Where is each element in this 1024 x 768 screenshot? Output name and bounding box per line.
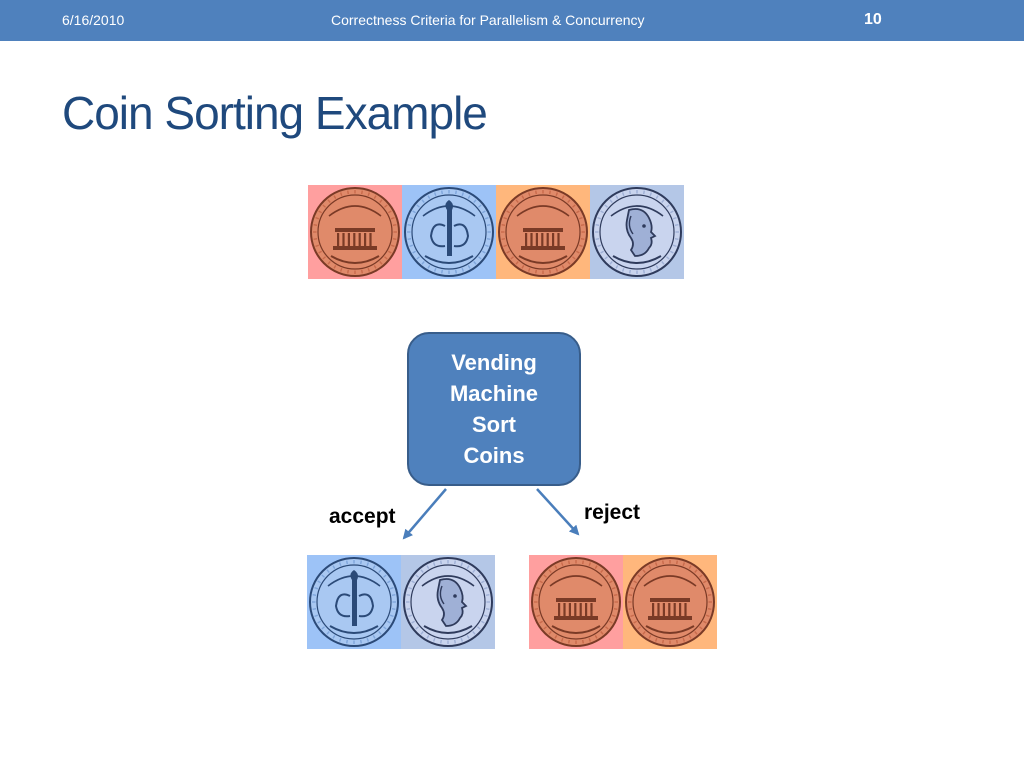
penny-coin-icon xyxy=(498,187,588,277)
slide-header: 6/16/2010 Correctness Criteria for Paral… xyxy=(0,0,1024,41)
quarter-coin-icon xyxy=(592,187,682,277)
vending-machine-box: Vending Machine Sort Coins xyxy=(407,332,581,486)
box-line-3: Sort xyxy=(472,412,516,437)
accepted-coin-tile-2 xyxy=(401,555,495,649)
input-coin-tile-3 xyxy=(496,185,590,279)
box-line-2: Machine xyxy=(449,381,539,406)
accepted-coin-row xyxy=(307,555,495,649)
quarter-coin-icon xyxy=(403,557,493,647)
box-line-1: Vending xyxy=(451,350,537,375)
dime-coin-icon xyxy=(404,187,494,277)
slide-title: Coin Sorting Example xyxy=(62,87,488,139)
reject-label: reject xyxy=(584,501,641,524)
slide-number: 10 xyxy=(864,11,882,28)
penny-coin-icon xyxy=(625,557,715,647)
header-date: 6/16/2010 xyxy=(62,12,125,28)
penny-coin-icon xyxy=(310,187,400,277)
rejected-coin-tile-2 xyxy=(623,555,717,649)
box-line-4: Coins xyxy=(463,443,525,468)
rejected-coin-tile-1 xyxy=(529,555,623,649)
dime-coin-icon xyxy=(309,557,399,647)
input-coin-tile-2 xyxy=(402,185,496,279)
header-title: Correctness Criteria for Parallelism & C… xyxy=(331,12,645,28)
accept-label: accept xyxy=(329,505,396,528)
rejected-coin-row xyxy=(529,555,717,649)
accept-arrow xyxy=(402,488,447,540)
reject-arrow xyxy=(536,488,580,536)
input-coin-tile-4 xyxy=(590,185,684,279)
penny-coin-icon xyxy=(531,557,621,647)
input-coin-row xyxy=(308,185,684,279)
accepted-coin-tile-1 xyxy=(307,555,401,649)
input-coin-tile-1 xyxy=(308,185,402,279)
